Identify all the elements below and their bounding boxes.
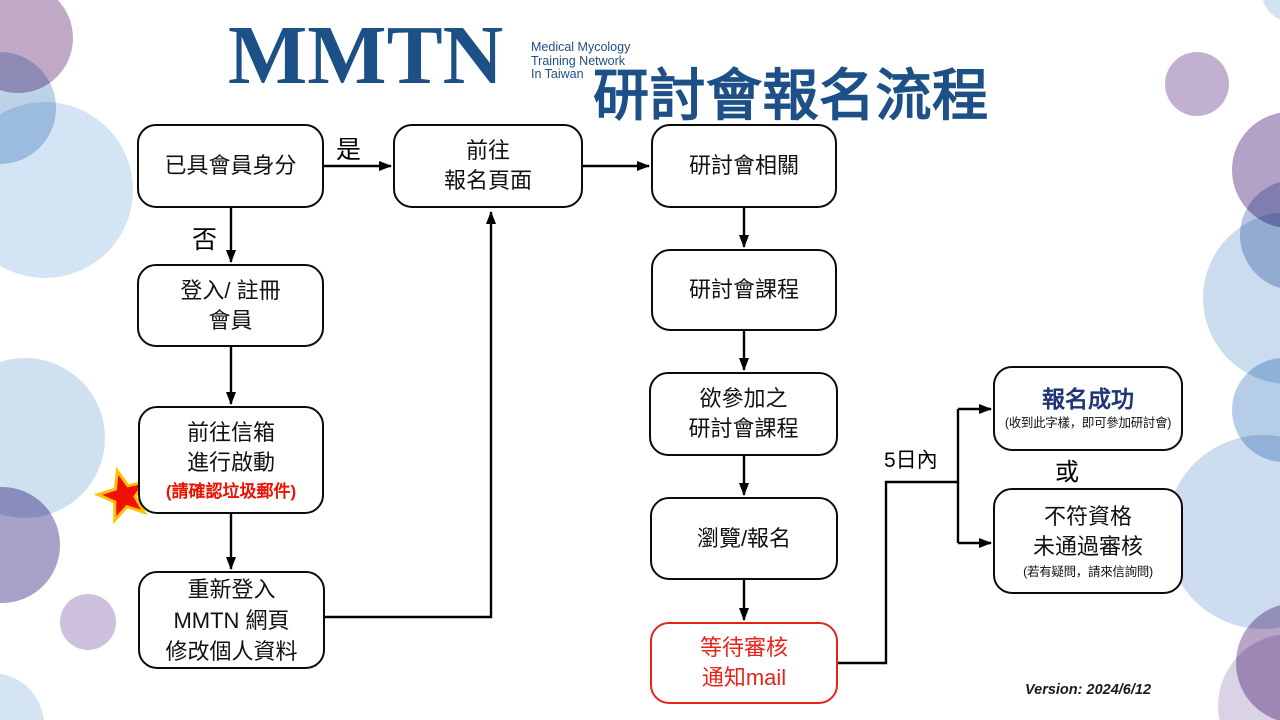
logo-subtitle-line: Training Network — [531, 53, 626, 68]
node-label: 不符資格 — [1043, 503, 1132, 529]
mmtn-logo-subtitle: Medical Mycology Training Network In Tai… — [531, 40, 631, 82]
version-label: Version: 2024/6/12 — [1025, 682, 1152, 698]
node-member-check: 已具會員身分 — [137, 124, 324, 208]
node-label: 會員 — [208, 307, 253, 333]
node-note: (若有疑問，請來信詢問) — [1023, 564, 1153, 579]
node-desired-course: 欲參加之 研討會課程 — [649, 372, 838, 456]
node-relogin: 重新登入 MMTN 網頁 修改個人資料 — [138, 571, 325, 669]
node-activate-mail: 前往信箱 進行啟動 (請確認垃圾郵件) — [138, 406, 324, 514]
node-label: 修改個人資料 — [165, 638, 298, 664]
node-seminar-courses: 研討會課程 — [651, 249, 837, 331]
decor-circle — [1262, 0, 1280, 22]
node-browse-register: 瀏覽/報名 — [650, 497, 838, 580]
node-label: 研討會課程 — [688, 277, 799, 302]
node-goto-registration: 前往 報名頁面 — [393, 124, 583, 208]
node-label: 未通過審核 — [1032, 533, 1143, 559]
node-label: 研討會相關 — [688, 153, 799, 178]
node-label: 報名成功 — [1042, 385, 1134, 412]
node-note: (收到此字樣，即可參加研討會) — [1004, 415, 1172, 430]
logo-subtitle-line: Medical Mycology — [531, 40, 631, 54]
node-wait-review: 等待審核 通知mail — [650, 622, 838, 704]
decor-circle — [1166, 435, 1280, 629]
edge-label-yes: 是 — [336, 136, 362, 164]
node-registration-success: 報名成功 (收到此字樣，即可參加研討會) — [993, 366, 1183, 451]
decor-circle — [60, 594, 116, 650]
edge-label-or: 或 — [1055, 459, 1079, 486]
node-login-register: 登入/ 註冊 會員 — [137, 264, 324, 347]
node-note-spam-warning: (請確認垃圾郵件) — [165, 482, 297, 501]
node-label: 前往信箱 — [186, 420, 275, 445]
node-label: 等待審核 — [699, 635, 788, 660]
mmtn-logo: MMTN — [228, 9, 504, 102]
logo-subtitle-line: In Taiwan — [531, 67, 584, 81]
node-label: 登入/ 註冊 — [180, 277, 281, 303]
node-label: 重新登入 — [187, 576, 276, 602]
node-seminar-related: 研討會相關 — [651, 124, 837, 208]
node-label: 瀏覽/報名 — [696, 525, 792, 551]
node-label: MMTN 網頁 — [173, 607, 290, 633]
node-label: 前往 — [465, 138, 510, 163]
decor-circle — [1165, 52, 1229, 116]
node-label: 報名頁面 — [443, 168, 532, 193]
node-label: 通知mail — [701, 665, 787, 690]
node-not-qualified: 不符資格 未通過審核 (若有疑問，請來信詢問) — [993, 488, 1183, 594]
node-label: 研討會課程 — [688, 416, 799, 441]
page-title: 研討會報名流程 — [593, 63, 989, 127]
node-label: 已具會員身分 — [164, 153, 297, 178]
decor-circle — [1218, 634, 1280, 720]
edge-label-no: 否 — [192, 226, 218, 254]
edge-label-within-days: 5日內 — [884, 449, 938, 472]
decor-circle — [1203, 212, 1280, 384]
node-label: 進行啟動 — [186, 450, 275, 475]
decor-circle — [0, 102, 133, 278]
node-label: 欲參加之 — [699, 386, 788, 411]
decor-circle — [0, 673, 44, 720]
